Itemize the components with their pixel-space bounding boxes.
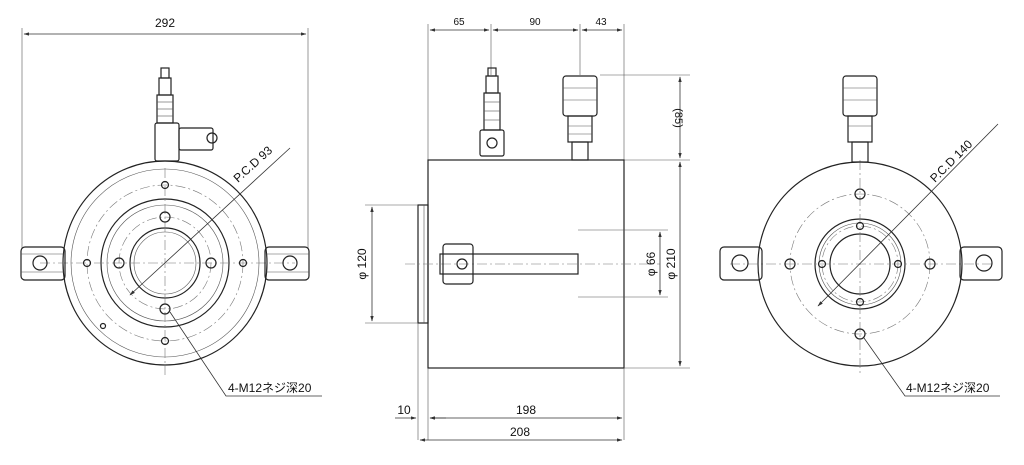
rear-view: P.C.D 140 4-M12ネジ深20 (719, 75, 1003, 397)
pressure-fitting-front (154, 67, 218, 162)
dim-10-label: 10 (397, 403, 411, 417)
rear-thread-hole-right (924, 258, 936, 270)
outer-hole-left (82, 258, 92, 268)
dim-208-label: 208 (510, 425, 530, 439)
dim-65-label: 65 (453, 17, 465, 28)
thread-label-front: 4-M12ネジ深20 (228, 381, 312, 395)
side-fitting-right (562, 75, 598, 161)
side-fitting-left (479, 67, 505, 157)
rear-thread-hole-bottom (854, 328, 866, 340)
right-lug (264, 246, 310, 281)
thread-hole-right (205, 257, 217, 269)
outer-hole-bottom (160, 336, 170, 346)
dia-210-label: φ 210 (664, 248, 678, 279)
thread-label-rear: 4-M12ネジ深20 (906, 381, 990, 395)
small-hole (99, 322, 107, 330)
front-view: 292 (20, 16, 322, 397)
pcd-93-label: P.C.D 93 (231, 143, 276, 185)
pcd-140-leader (817, 123, 999, 307)
side-view: 65 90 43 (85) (355, 17, 690, 442)
rear-fitting (842, 75, 878, 163)
dim-198-label: 198 (516, 403, 536, 417)
thread-hole-bottom (159, 303, 171, 315)
thread-hole-left (113, 257, 125, 269)
slot-lug (442, 243, 474, 285)
rear-small-hole-bottom (855, 297, 865, 307)
rear-thread-leader (863, 337, 1000, 397)
dim-90-label: 90 (529, 17, 541, 28)
thread-leader-line (169, 311, 322, 397)
width-dimension-label: 292 (155, 16, 175, 30)
rear-small-hole-right (893, 259, 903, 269)
outer-hole-right (238, 258, 248, 268)
slot-pin (456, 258, 468, 270)
pcd-140-label: P.C.D 140 (927, 137, 975, 185)
dim-85-label: (85) (672, 108, 684, 128)
rear-small-hole-top (855, 221, 865, 231)
rear-left-lug (719, 246, 763, 281)
rear-right-lug (959, 246, 1003, 281)
guide-slot (439, 253, 579, 275)
pcd-leader-line (129, 147, 291, 296)
left-lug (20, 246, 66, 281)
dia-120-label: φ 120 (355, 248, 369, 279)
thread-hole-top (159, 211, 171, 223)
rear-thread-hole-top (854, 188, 866, 200)
rear-thread-hole-left (784, 258, 796, 270)
dia-66-label: φ 66 (644, 251, 658, 276)
outer-hole-top (160, 180, 170, 190)
dim-43-label: 43 (595, 17, 607, 28)
rear-small-hole-left (817, 259, 827, 269)
